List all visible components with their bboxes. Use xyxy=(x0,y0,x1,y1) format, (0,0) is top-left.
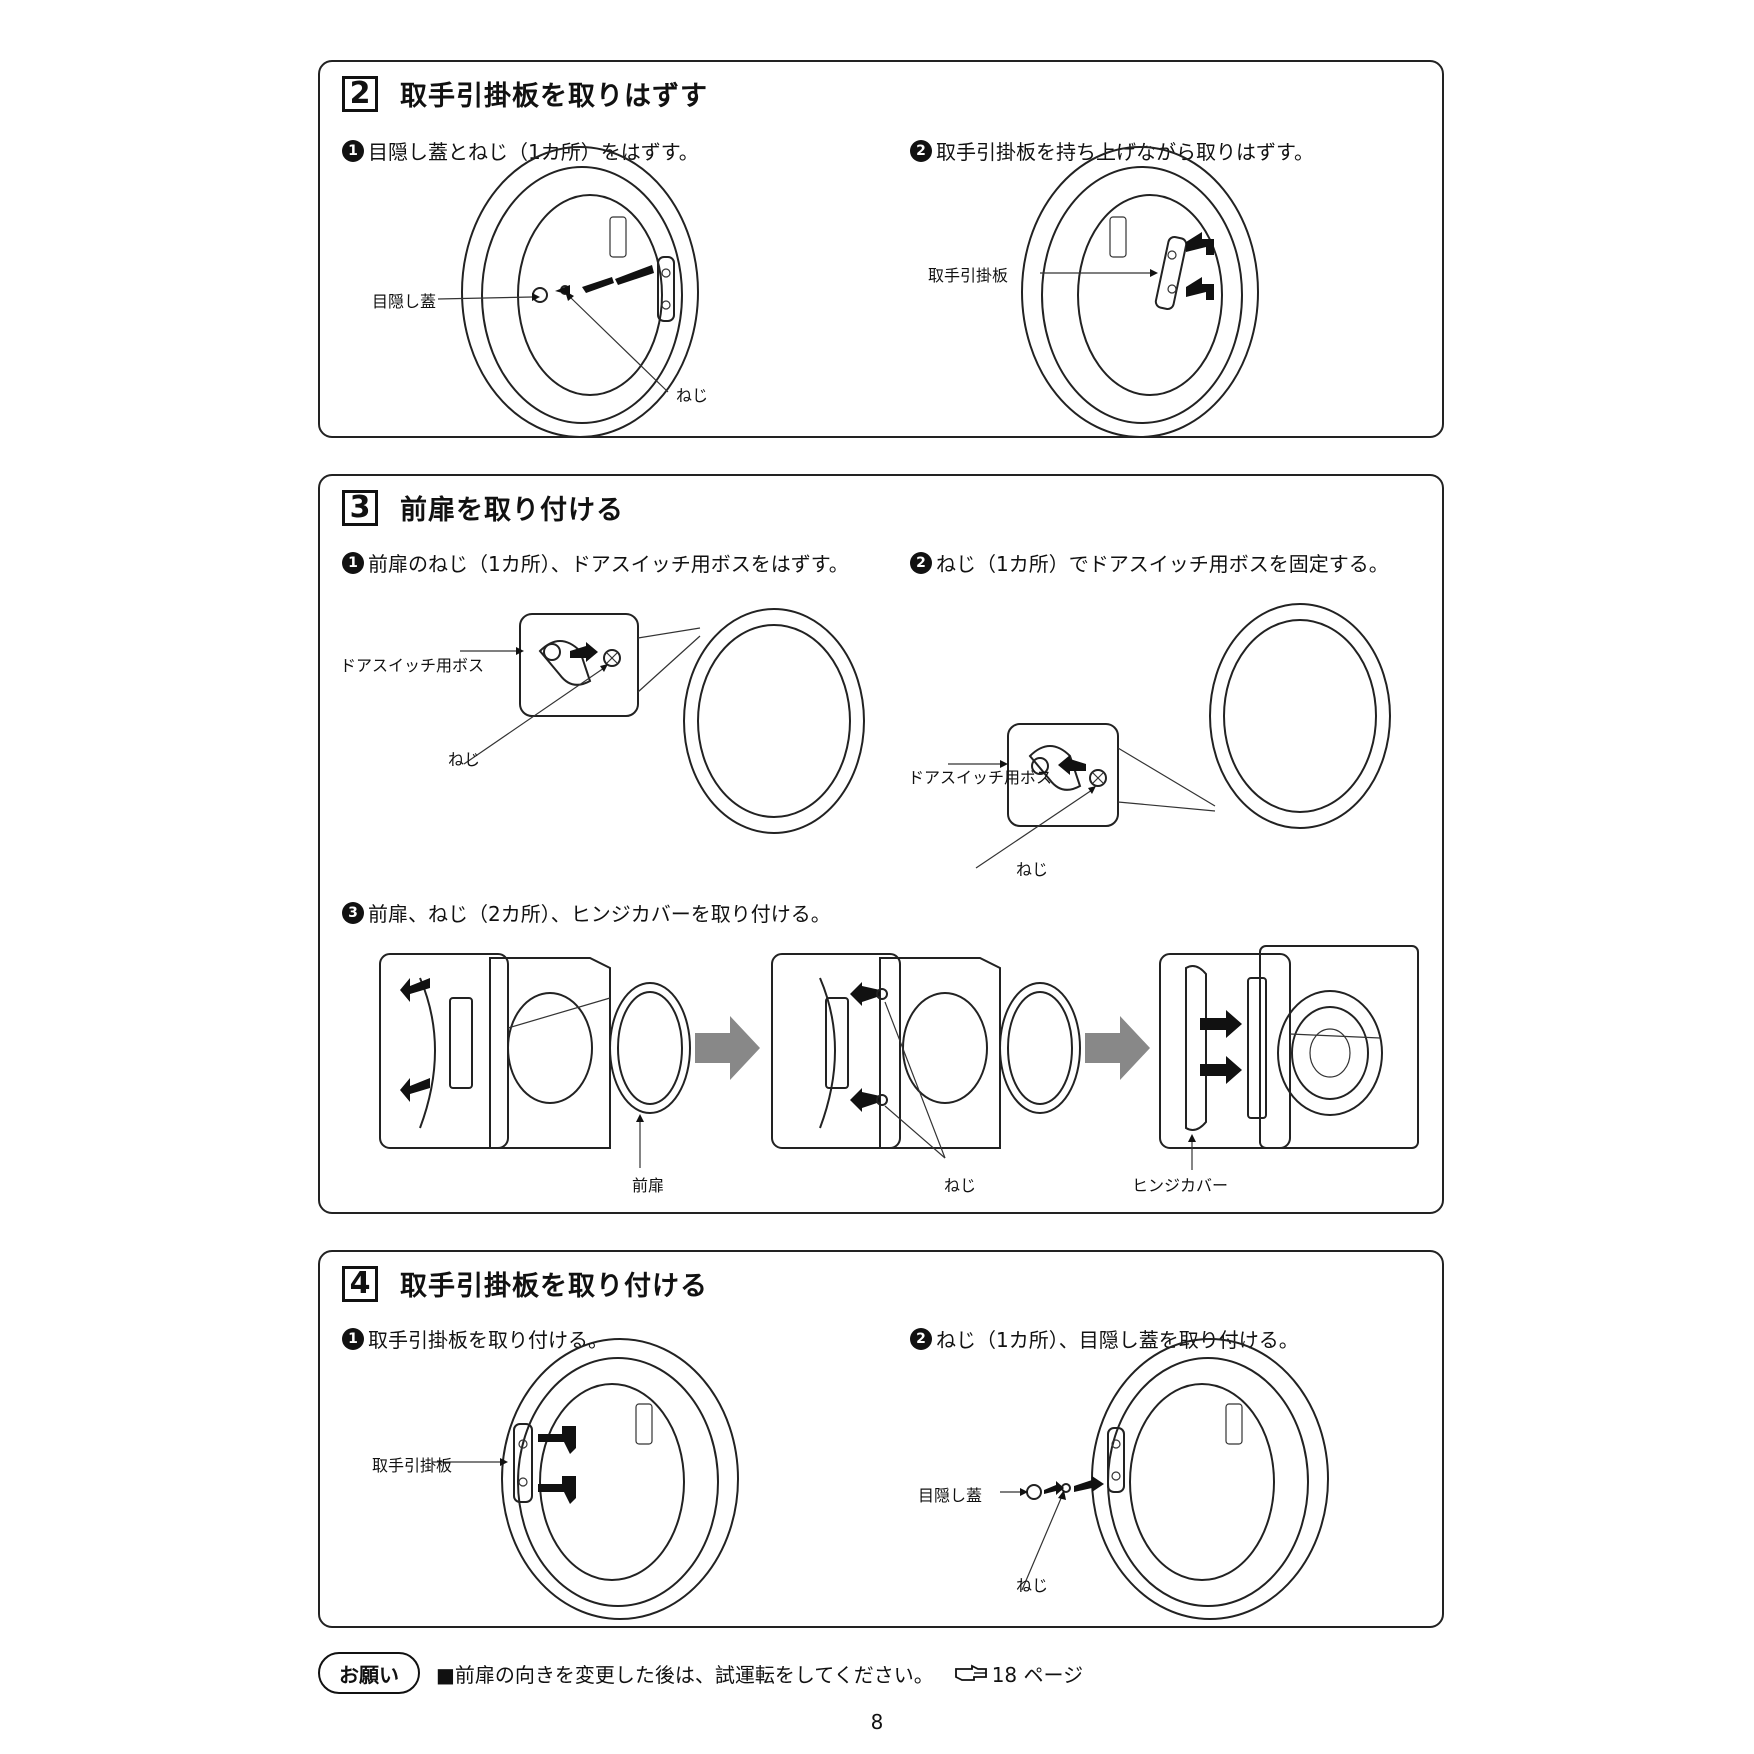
label-cover: 目隠し蓋 xyxy=(918,1486,983,1505)
figure-remove-cover-screw xyxy=(437,146,699,438)
section-3-step-3: 3 前扉、ねじ（2カ所）、ヒンジカバーを取り付ける。 xyxy=(342,898,831,927)
figure-remove-plate xyxy=(1021,146,1259,438)
section-3-step-2: 2 ねじ（1カ所）でドアスイッチ用ボスを固定する。 xyxy=(910,548,1389,577)
section-3-title: 前扉を取り付ける xyxy=(400,495,624,526)
section-3: 3 前扉を取り付ける 1 前扉のねじ（1カ所）、ドアスイッチ用ボスをはずす。 2… xyxy=(318,474,1444,1214)
step-text: 目隠し蓋とねじ（1カ所）をはずす。 xyxy=(368,140,699,164)
label-hinge-cover: ヒンジカバー xyxy=(1132,1176,1229,1195)
step-bullet: 1 xyxy=(342,139,364,162)
section-2-step-1: 1 目隠し蓋とねじ（1カ所）をはずす。 xyxy=(342,136,699,165)
page-number: 8 xyxy=(870,1710,884,1734)
section-2: 2 取手引掛板を取りはずす 1 目隠し蓋とねじ（1カ所）をはずす。 2 取手引掛… xyxy=(318,60,1444,438)
section-3-number: 3 xyxy=(342,489,378,526)
footer-note: お願い ■前扉の向きを変更した後は、試運転をしてください。 18 ページ xyxy=(318,1652,1083,1694)
step-bullet: 1 xyxy=(342,551,364,574)
label-screw: ねじ xyxy=(1016,1576,1049,1595)
pointing-hand-icon xyxy=(954,1664,987,1681)
label-boss: ドアスイッチ用ボス xyxy=(340,656,485,675)
step-text: 取手引掛板を持ち上げながら取りはずす。 xyxy=(936,140,1314,164)
step-bullet: 2 xyxy=(910,1327,932,1350)
figure-fix-boss xyxy=(948,603,1391,869)
label-screw: ねじ xyxy=(676,386,709,405)
figure-attach-cover-screw xyxy=(1000,1338,1329,1620)
page-reference: 18 ページ xyxy=(954,1659,1083,1688)
step-text: 取手引掛板を取り付ける。 xyxy=(368,1328,608,1352)
label-screw: ねじ xyxy=(448,750,481,769)
section-3-header: 3 前扉を取り付ける xyxy=(342,488,624,527)
label-screw: ねじ xyxy=(944,1176,977,1195)
step-text: 前扉、ねじ（2カ所）、ヒンジカバーを取り付ける。 xyxy=(368,902,831,926)
step-text: ねじ（1カ所）でドアスイッチ用ボスを固定する。 xyxy=(936,552,1389,576)
footer-note-text: ■前扉の向きを変更した後は、試運転をしてください。 xyxy=(436,1662,934,1687)
section-2-header: 2 取手引掛板を取りはずす xyxy=(342,74,708,113)
label-door: 前扉 xyxy=(632,1176,665,1195)
section-4-title: 取手引掛板を取り付ける xyxy=(400,1271,708,1302)
page-reference-text: 18 ページ xyxy=(991,1662,1084,1687)
section-4-step-1: 1 取手引掛板を取り付ける。 xyxy=(342,1324,608,1353)
section-2-step-2: 2 取手引掛板を持ち上げながら取りはずす。 xyxy=(910,136,1314,165)
section-2-title: 取手引掛板を取りはずす xyxy=(400,81,708,112)
figure-remove-boss xyxy=(460,608,865,834)
figure-attach-plate xyxy=(432,1338,739,1620)
label-cover: 目隠し蓋 xyxy=(372,292,437,311)
section-4-header: 4 取手引掛板を取り付ける xyxy=(342,1264,708,1303)
label-plate: 取手引掛板 xyxy=(372,1456,453,1475)
step-bullet: 2 xyxy=(910,551,932,574)
label-plate: 取手引掛板 xyxy=(928,266,1009,285)
request-badge: お願い xyxy=(318,1652,420,1694)
step-bullet: 2 xyxy=(910,139,932,162)
step-bullet: 1 xyxy=(342,1327,364,1350)
section-4-number: 4 xyxy=(342,1265,378,1302)
label-boss: ドアスイッチ用ボス xyxy=(908,768,1053,787)
section-3-step-1: 1 前扉のねじ（1カ所）、ドアスイッチ用ボスをはずす。 xyxy=(342,548,849,577)
section-2-number: 2 xyxy=(342,75,378,112)
label-screw: ねじ xyxy=(1016,860,1049,879)
section-4: 4 取手引掛板を取り付ける 1 取手引掛板を取り付ける。 2 ねじ（1カ所）、目… xyxy=(318,1250,1444,1628)
step-text: 前扉のねじ（1カ所）、ドアスイッチ用ボスをはずす。 xyxy=(368,552,849,576)
section-4-step-2: 2 ねじ（1カ所）、目隠し蓋を取り付ける。 xyxy=(910,1324,1299,1353)
step-text: ねじ（1カ所）、目隠し蓋を取り付ける。 xyxy=(936,1328,1299,1352)
step-bullet: 3 xyxy=(342,901,364,924)
figure-attach-door-sequence xyxy=(379,945,1419,1170)
